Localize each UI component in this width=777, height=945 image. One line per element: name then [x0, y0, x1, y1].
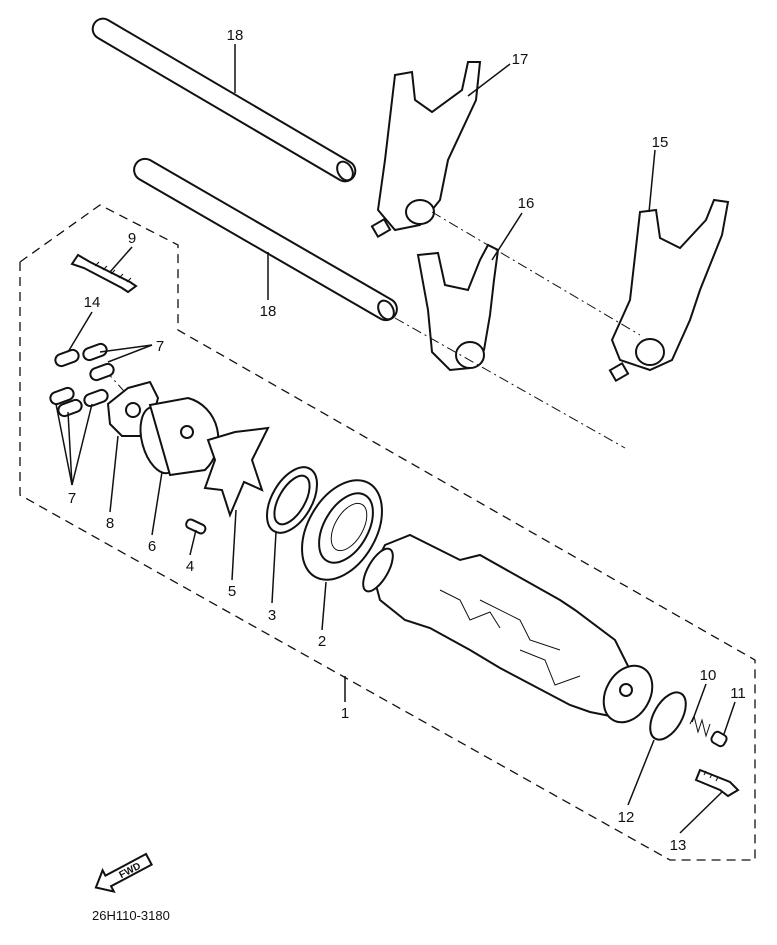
bearing-2	[301, 479, 383, 581]
callout-15: 15	[652, 134, 669, 151]
callout-18-upper: 18	[227, 27, 244, 44]
screw-9	[70, 253, 138, 294]
callout-10: 10	[700, 667, 717, 684]
pins-7-14	[49, 342, 115, 418]
callout-14: 14	[84, 294, 101, 311]
callout-12: 12	[618, 809, 635, 826]
callout-9: 9	[128, 230, 136, 247]
star-plate-5	[203, 426, 270, 518]
drum-cam-6	[139, 396, 220, 477]
shift-fork-16	[416, 243, 500, 372]
cap-11	[710, 730, 728, 748]
shift-fork-15	[608, 198, 730, 383]
callout-7-right: 7	[156, 338, 164, 355]
callout-18-lower: 18	[260, 303, 277, 320]
callout-3: 3	[268, 607, 276, 624]
callout-1: 1	[341, 705, 349, 722]
callout-7-left: 7	[68, 490, 76, 507]
callout-16: 16	[518, 195, 535, 212]
plate-12	[649, 691, 687, 741]
leader-lines	[55, 44, 736, 834]
callout-2: 2	[318, 633, 326, 650]
shift-fork-17	[370, 61, 482, 239]
guide-bar-lower	[133, 157, 398, 322]
circlip-3	[266, 466, 318, 534]
screw-13	[694, 768, 740, 798]
guide-bar-upper	[91, 17, 357, 183]
callout-13: 13	[670, 837, 687, 854]
shift-drum-1	[362, 533, 654, 724]
fwd-label: FWD	[117, 861, 142, 881]
callout-4: 4	[186, 558, 194, 575]
fwd-arrow: FWD	[94, 852, 154, 893]
callout-17: 17	[512, 51, 529, 68]
pin-4	[185, 518, 207, 535]
callout-6: 6	[148, 538, 156, 555]
assembly-boundary	[19, 204, 756, 861]
diagram-code: 26H110-3180	[92, 908, 170, 923]
callout-5: 5	[228, 583, 236, 600]
callout-11: 11	[730, 685, 746, 702]
callout-8: 8	[106, 515, 114, 532]
